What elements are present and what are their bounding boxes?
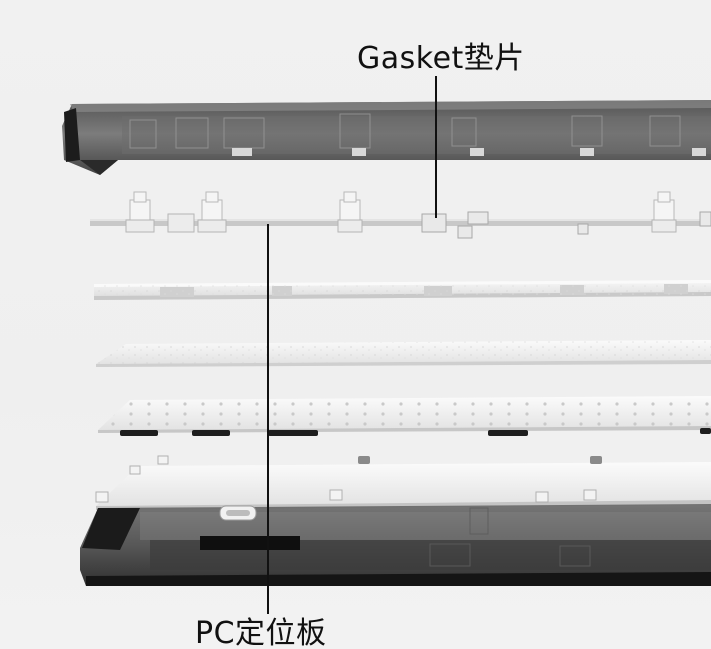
- gasket-pads: [421, 211, 711, 239]
- bottom-case: [80, 504, 711, 586]
- pc-plate-callout-label: PC定位板: [195, 616, 327, 649]
- pcb-foam-layer: [95, 455, 711, 510]
- gasket-callout-label: Gasket垫片: [357, 41, 525, 76]
- pc-plate-layer: [90, 191, 711, 239]
- dotted-foam-layer: [98, 396, 711, 436]
- switch-plate-layer: [94, 280, 711, 300]
- foam-layer: [96, 340, 711, 367]
- top-case: [62, 100, 711, 175]
- callout-lines: [267, 76, 437, 614]
